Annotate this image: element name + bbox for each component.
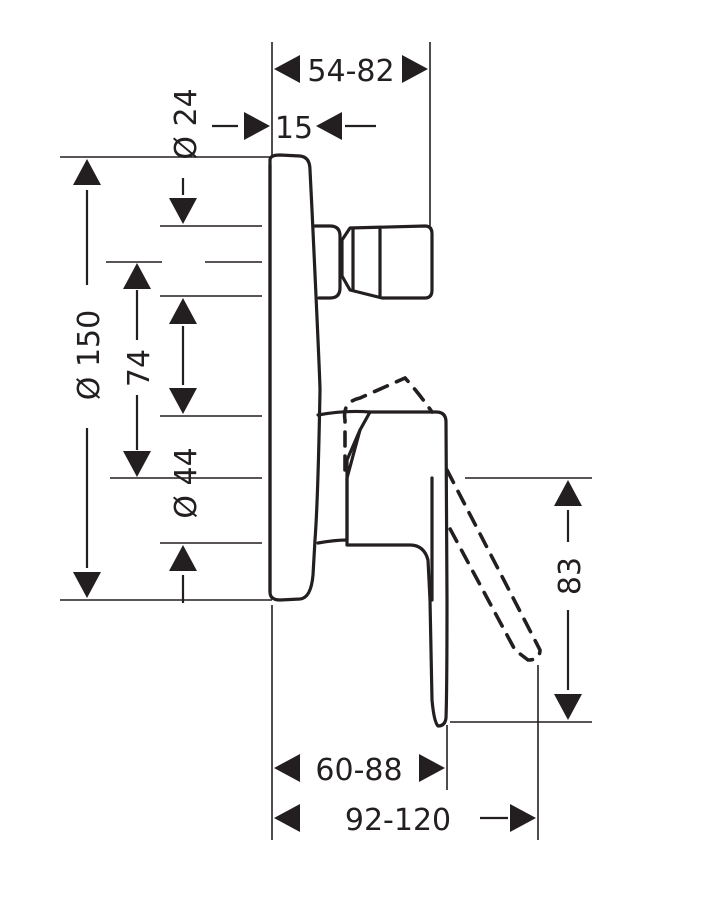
dim-handle-diameter: Ø 44 xyxy=(169,447,204,518)
arrow-24-top xyxy=(169,198,197,224)
handle-base xyxy=(316,409,372,545)
arrow-83-bottom xyxy=(554,694,582,720)
dim-plate-diameter: Ø 150 xyxy=(72,310,107,400)
arrow-74-top xyxy=(123,263,151,289)
arrow-150-bottom xyxy=(73,572,101,598)
arrow-top-right xyxy=(402,55,428,83)
dim-thread-offset: 15 xyxy=(275,111,313,146)
arrow-15-left xyxy=(244,112,270,140)
arrow-44-bottom xyxy=(169,545,197,571)
arrow-92120-right xyxy=(510,804,536,832)
arrow-74-bottom xyxy=(123,451,151,477)
arrow-92120-left xyxy=(274,804,300,832)
arrowheads xyxy=(73,55,582,832)
arrow-83-top xyxy=(554,480,582,506)
wall-plate xyxy=(268,153,322,602)
dim-lever-depth: 60-88 xyxy=(315,753,402,788)
dimension-lines xyxy=(85,124,570,820)
dim-spacing: 74 xyxy=(122,349,157,387)
dim-outlet-diameter: Ø 24 xyxy=(169,88,204,159)
arrow-24-bottom xyxy=(169,298,197,324)
arrow-6088-left xyxy=(274,754,300,782)
arrow-6088-right xyxy=(419,754,445,782)
dimension-labels: 54-82 15 Ø 24 Ø 150 74 Ø 44 83 60-88 92-… xyxy=(72,54,588,838)
handle-lever xyxy=(345,410,449,728)
arrow-150-top xyxy=(73,159,101,185)
arrow-15-right xyxy=(316,112,342,140)
dim-total-depth: 92-120 xyxy=(345,803,451,838)
arrow-44-top xyxy=(169,388,197,414)
outlet-neck xyxy=(313,224,342,300)
arrow-top-left xyxy=(274,55,300,83)
extension-lines xyxy=(60,42,592,840)
dim-lever-drop: 83 xyxy=(553,557,588,595)
dim-top-width: 54-82 xyxy=(307,54,394,89)
lever-alt-position xyxy=(342,375,542,662)
mixer-outline xyxy=(268,153,449,728)
outlet-body xyxy=(340,224,434,300)
